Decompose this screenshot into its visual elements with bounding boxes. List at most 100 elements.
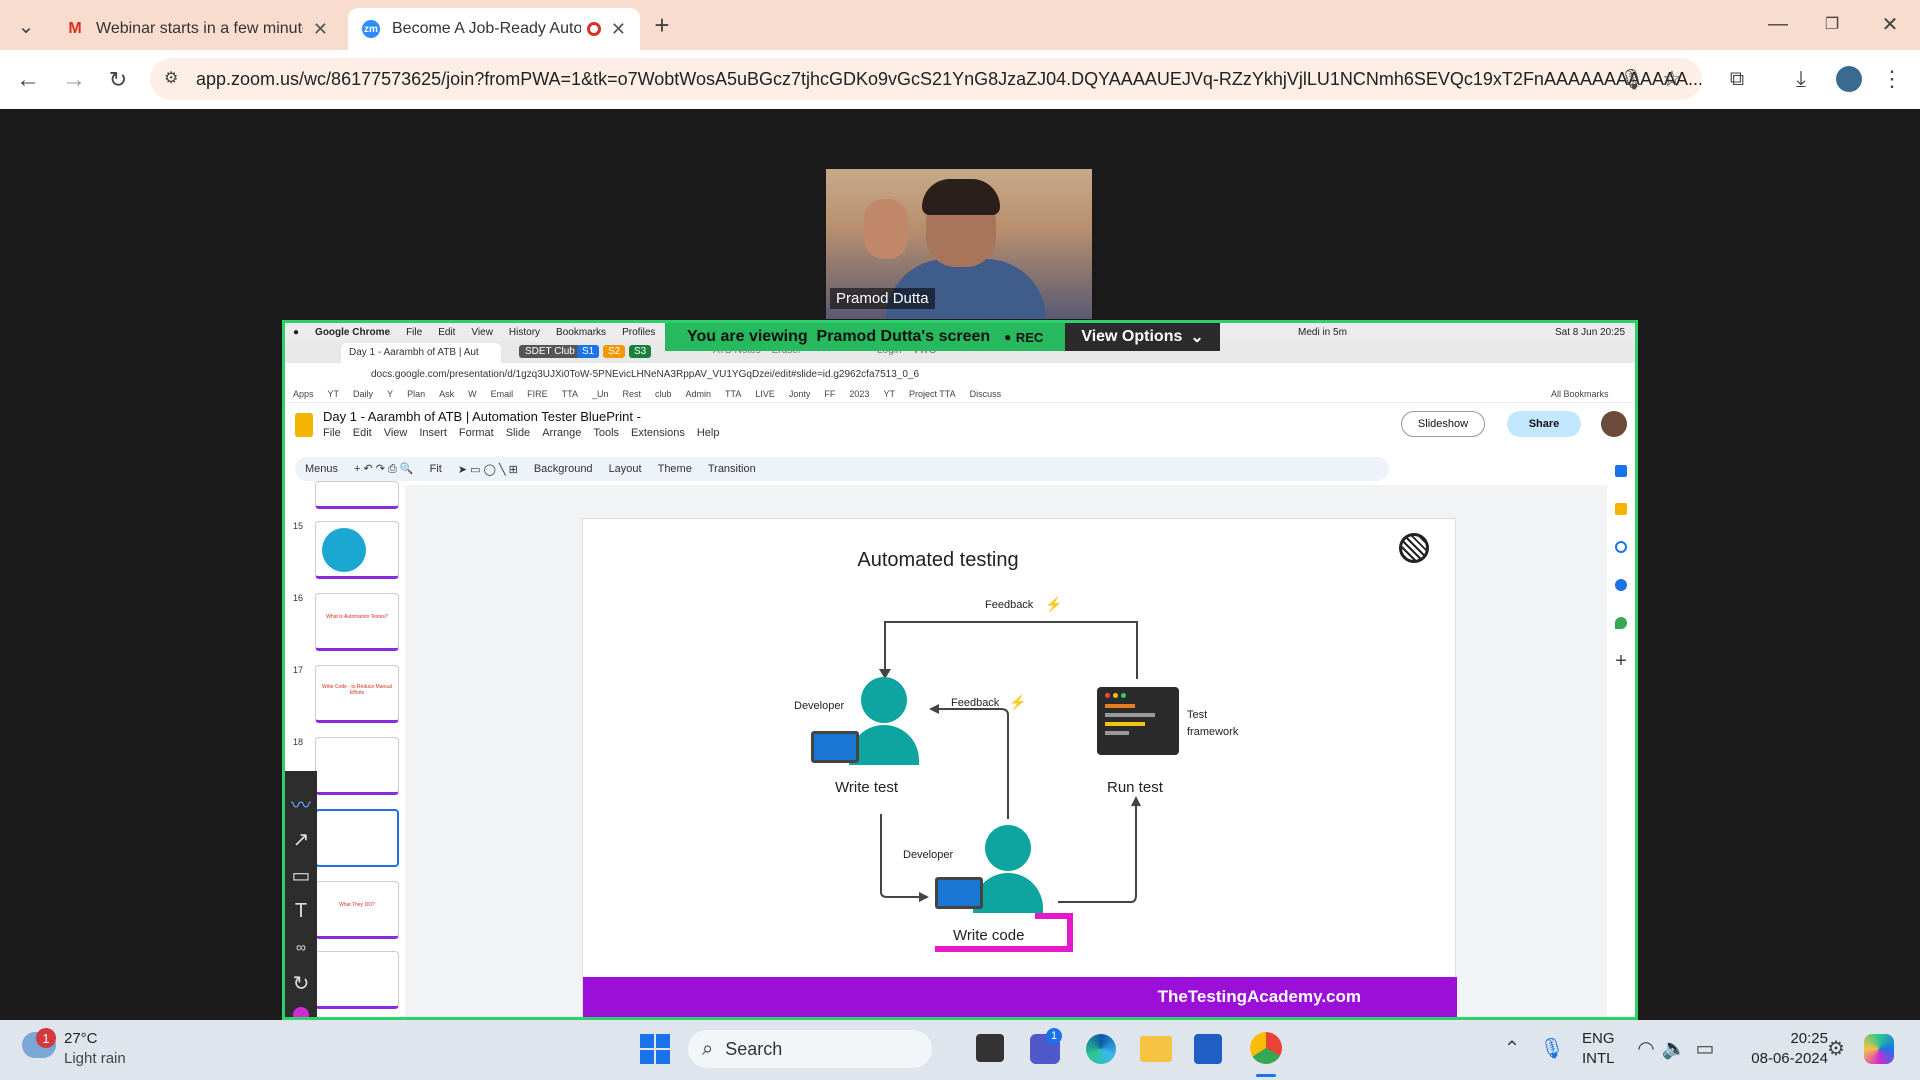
close-icon[interactable]: ✕	[312, 18, 328, 39]
site-info-icon[interactable]: ⚙	[164, 70, 179, 87]
remote-avatar	[1601, 411, 1627, 437]
restore-button[interactable]: ❐	[1824, 16, 1840, 33]
clock-date[interactable]: 08-06-2024	[1751, 1050, 1828, 1067]
bookmark: W	[468, 388, 477, 399]
microphone-icon[interactable]: 🎙	[1619, 68, 1645, 91]
edge-icon[interactable]	[1086, 1034, 1116, 1064]
write-code-label: Write code	[953, 927, 1025, 944]
doc-menu-item: Format	[458, 427, 494, 439]
chevron-up-icon[interactable]: ⌃	[1503, 1037, 1521, 1060]
slide-thumbnail	[315, 951, 399, 1009]
contacts-icon	[1615, 579, 1627, 591]
person-hand	[864, 199, 908, 259]
microphone-icon[interactable]: 🎙	[1539, 1037, 1565, 1060]
recording-icon	[586, 22, 601, 36]
slide-number: 18	[293, 737, 304, 747]
weather-desc: Light rain	[64, 1050, 126, 1067]
bookmark: FIRE	[527, 388, 548, 399]
doc-menu-item: Arrange	[542, 427, 582, 439]
slide-banner: TheTestingAcademy.com	[583, 977, 1457, 1017]
taskbar-search[interactable]: ⌕ Search	[688, 1030, 932, 1068]
feedback-top-line	[884, 621, 1138, 679]
gmail-icon: M	[68, 20, 82, 37]
mac-menu-item: Bookmarks	[556, 326, 607, 338]
download-icon[interactable]: ⤓	[1796, 66, 1806, 91]
write-test-label: Write test	[835, 779, 899, 796]
wifi-icon[interactable]: ◠	[1637, 1037, 1655, 1060]
tab-title: Webinar starts in a few minutes	[96, 20, 303, 37]
slides-logo-icon	[295, 413, 313, 437]
slide-number: 15	[293, 521, 304, 531]
more-menu-icon[interactable]: ⋮	[1881, 66, 1903, 91]
toolbar-transition: Transition	[707, 463, 756, 475]
copilot-icon[interactable]	[1864, 1034, 1894, 1064]
close-icon[interactable]: ✕	[610, 18, 626, 39]
keyboard-layout[interactable]: INTL	[1582, 1050, 1615, 1067]
doc-menu-item: Help	[696, 427, 720, 439]
doc-menu-item: File	[323, 427, 341, 439]
doc-title: Day 1 - Aarambh of ATB | Automation Test…	[323, 409, 641, 424]
bookmarks-bar: Apps YT Daily Y Plan Ask W Email FIRE TT…	[285, 385, 1635, 403]
doc-menu-item: Extensions	[631, 427, 685, 439]
pen-icon: 〰	[291, 794, 311, 817]
apple-icon: ●	[293, 326, 300, 338]
extensions-icon[interactable]: ⧉	[1729, 67, 1745, 90]
slides-toolbar: Menus + ↶ ↷ ⎙ 🔍 Fit ➤ ▭ ◯ ╲ ⊞ Background…	[295, 457, 1389, 481]
bookmark-star-icon[interactable]: ☆	[1662, 66, 1682, 91]
chrome-icon[interactable]	[1250, 1032, 1282, 1064]
tab-zoom[interactable]: zm Become A Job-Ready Autor ✕	[348, 8, 640, 50]
mac-time: Sat 8 Jun 20:25	[1555, 326, 1626, 338]
developer-label: Developer	[794, 700, 845, 712]
task-view-icon[interactable]	[976, 1034, 1004, 1062]
doc-menu-item: Tools	[593, 427, 620, 439]
minimize-button[interactable]: —	[1768, 12, 1788, 35]
lightning-icon: ⚡	[1045, 596, 1063, 612]
slide-thumbnail: Write Code - to Reduce Manual Efforts	[315, 665, 399, 723]
store-icon[interactable]	[1194, 1034, 1222, 1064]
mac-menu-item: Google Chrome	[315, 326, 391, 338]
tab-group-chip: S1	[577, 345, 600, 358]
test-framework-label: framework	[1187, 726, 1239, 738]
participant-name: Pramod Dutta	[830, 288, 935, 309]
volume-icon[interactable]: 🔈	[1661, 1037, 1687, 1060]
bookmark: Jonty	[788, 388, 811, 399]
chevron-down-icon: ⌄	[1190, 329, 1204, 346]
forward-button[interactable]: →	[62, 66, 86, 93]
lightning-icon: ⚡	[1009, 694, 1027, 710]
tab-gmail[interactable]: M Webinar starts in a few minutes ✕	[52, 8, 342, 50]
mac-menu-item: Profiles	[622, 326, 656, 338]
search-label: Search	[725, 1038, 783, 1059]
remote-tab: Day 1 - Aarambh of ATB | Aut	[341, 343, 501, 363]
weather-badge: 1	[36, 1028, 56, 1048]
profile-avatar[interactable]	[1836, 66, 1862, 92]
battery-icon[interactable]: ▭	[1695, 1037, 1715, 1060]
clock-time[interactable]: 20:25	[1790, 1030, 1828, 1047]
doc-menu-item: Insert	[419, 427, 447, 439]
banner-text: TheTestingAcademy.com	[1157, 987, 1361, 1006]
bookmark: Admin	[685, 388, 712, 399]
bookmark: YT	[883, 388, 895, 399]
thumbnail-text: Write Code - to Reduce Manual Efforts	[322, 684, 392, 696]
view-options-button[interactable]: View Options ⌄	[1065, 323, 1220, 351]
bookmark: 2023	[849, 388, 870, 399]
viewing-status: You are viewing Pramod Dutta's screen ● …	[665, 323, 1066, 351]
thumbnail-text: What is Automation Testes?	[326, 614, 388, 620]
toolbar-background: Background	[533, 463, 593, 475]
settings-gear-icon[interactable]: ⚙	[1827, 1037, 1845, 1060]
active-app-indicator	[1256, 1074, 1276, 1077]
url-field[interactable]: ⚙ app.zoom.us/wc/86177573625/join?fromPW…	[150, 58, 1702, 100]
file-explorer-icon[interactable]	[1140, 1036, 1172, 1062]
close-window-button[interactable]: ✕	[1881, 13, 1899, 36]
new-tab-button[interactable]: +	[650, 10, 674, 40]
language-code[interactable]: ENG	[1582, 1030, 1615, 1047]
keep-icon	[1615, 503, 1627, 515]
developer-head	[861, 677, 907, 723]
windows-start-icon[interactable]	[640, 1034, 670, 1064]
participant-video[interactable]: Pramod Dutta	[826, 169, 1092, 319]
tab-search-button[interactable]: ⌄	[12, 12, 40, 40]
back-button[interactable]: ←	[16, 66, 40, 93]
bookmark: club	[655, 388, 672, 399]
bookmark: _Un	[591, 388, 609, 399]
reload-button[interactable]: ↻	[108, 67, 128, 92]
tool-icons: ➤ ▭ ◯ ╲ ⊞	[457, 463, 518, 476]
